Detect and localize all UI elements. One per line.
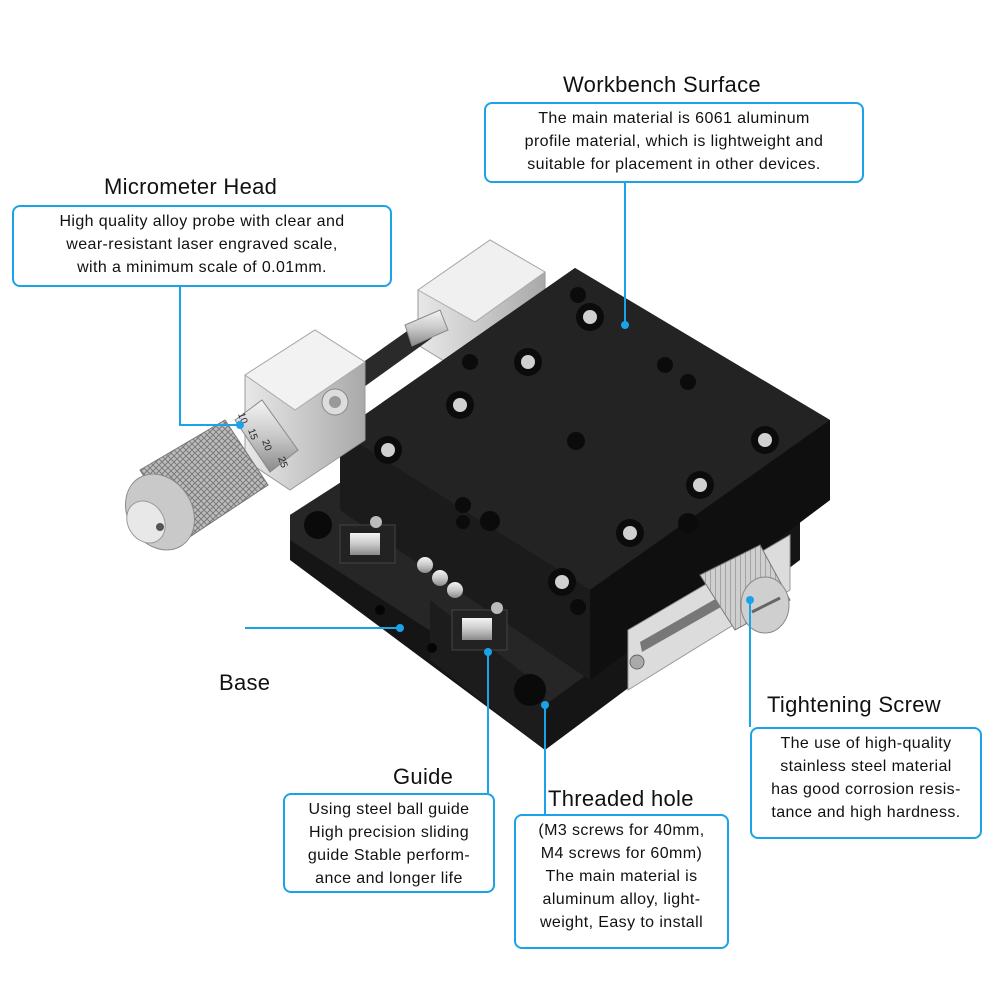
leader-dots xyxy=(236,321,754,709)
micrometer-line-1: High quality alloy probe with clear and xyxy=(59,213,345,230)
workbench-line-1: The main material is 6061 aluminum xyxy=(538,110,810,127)
threaded-line-3: The main material is xyxy=(545,868,698,885)
leader-lines xyxy=(179,183,751,814)
ball-guide xyxy=(339,516,508,651)
guide-line-3: guide Stable perform- xyxy=(307,847,471,864)
tightening-screw xyxy=(627,534,791,691)
scale-mark-15: 15 xyxy=(245,427,259,442)
micrometer-scale: 15 20 25 10 xyxy=(235,411,289,470)
tightening-line-3: has good corrosion resis- xyxy=(771,781,961,798)
threaded-hole-title: Threaded hole xyxy=(548,786,694,811)
workbench-line-3: suitable for placement in other devices. xyxy=(527,156,821,173)
scale-mark-25: 25 xyxy=(275,455,289,470)
threaded-line-2: M4 screws for 60mm) xyxy=(540,845,703,862)
threaded-hole-box: (M3 screws for 40mm, M4 screws for 60mm)… xyxy=(514,814,729,949)
guide-rod xyxy=(345,309,449,392)
workbench-line-2: profile material, which is lightweight a… xyxy=(524,133,824,150)
base-title: Base xyxy=(219,670,271,695)
micrometer-head-title: Micrometer Head xyxy=(104,174,278,199)
guide-line-1: Using steel ball guide xyxy=(308,801,470,818)
surface-screws xyxy=(374,287,779,615)
guide-line-4: ance and longer life xyxy=(315,870,463,887)
micrometer-line-3: with a minimum scale of 0.01mm. xyxy=(77,259,327,276)
leader-micrometer xyxy=(179,287,240,426)
guide-line-2: High precision sliding xyxy=(309,824,469,841)
micrometer-head-box: High quality alloy probe with clear and … xyxy=(12,205,392,287)
tightening-line-1: The use of high-quality xyxy=(780,735,952,752)
tightening-screw-box: The use of high-quality stainless steel … xyxy=(750,727,982,839)
micrometer-head xyxy=(125,399,299,551)
guide-title: Guide xyxy=(393,764,454,789)
tightening-line-2: stainless steel material xyxy=(780,758,952,775)
threaded-line-5: weight, Easy to install xyxy=(539,914,704,931)
threaded-line-4: aluminum alloy, light- xyxy=(542,891,701,908)
micrometer-line-2: wear-resistant laser engraved scale, xyxy=(66,236,338,253)
guide-box: Using steel ball guide High precision sl… xyxy=(283,793,495,893)
workbench-surface-title: Workbench Surface xyxy=(563,72,761,97)
threaded-line-1: (M3 screws for 40mm, xyxy=(538,822,705,839)
tightening-line-4: tance and high hardness. xyxy=(771,804,961,821)
scale-mark-20: 20 xyxy=(259,438,273,453)
workbench-surface-box: The main material is 6061 aluminum profi… xyxy=(484,102,864,183)
tightening-screw-title: Tightening Screw xyxy=(767,692,941,717)
